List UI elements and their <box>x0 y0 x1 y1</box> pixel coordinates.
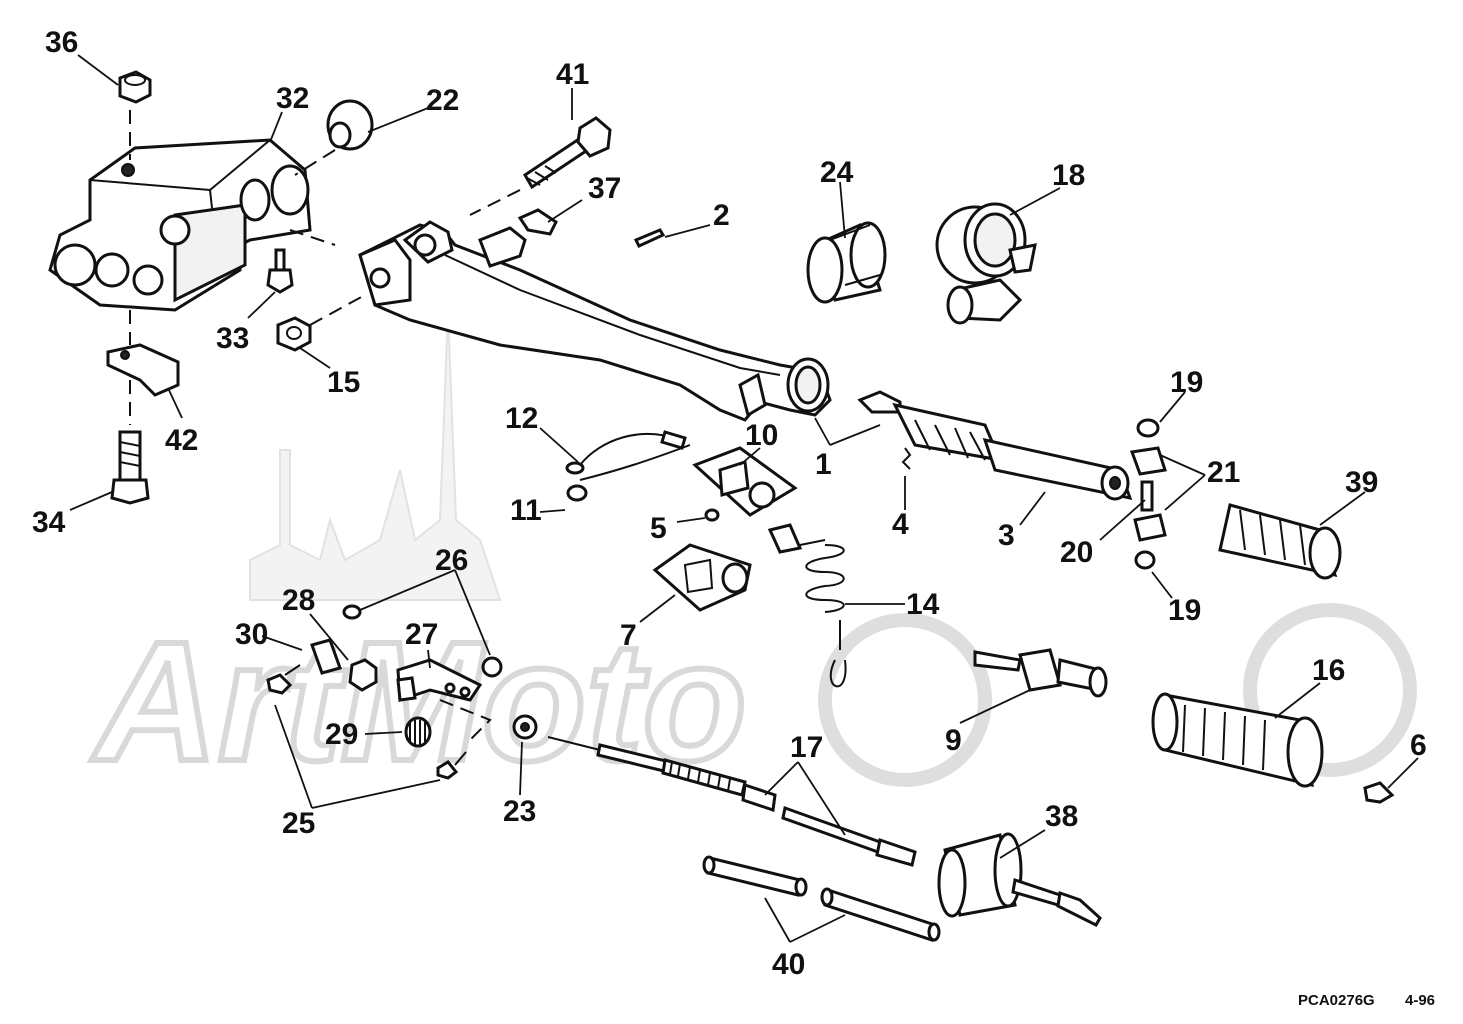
watermark-wheel-icon-rear <box>1243 603 1417 777</box>
callout-40: 40 <box>772 948 805 981</box>
washer-26b <box>481 656 503 678</box>
throttle-shaft-1 <box>857 390 1003 462</box>
screw-5 <box>704 508 720 522</box>
callout-41: 41 <box>556 58 589 91</box>
bolt-41 <box>522 116 612 190</box>
switch-bracket-10 <box>692 446 798 517</box>
nut-15 <box>276 316 312 352</box>
tiller-arm <box>358 220 832 422</box>
clip-42 <box>106 343 180 397</box>
block-21-top <box>1129 446 1167 476</box>
twist-grip-16 <box>1151 692 1324 788</box>
revision-date: 4-96 <box>1405 992 1435 1009</box>
fitting-33 <box>266 248 294 294</box>
friction-housing-18 <box>935 202 1037 325</box>
stopper-30 <box>310 638 342 675</box>
callout-37: 37 <box>588 172 621 205</box>
watermark-text: ArtMoto <box>91 607 746 797</box>
callout-29: 29 <box>325 718 358 751</box>
callout-20: 20 <box>1060 536 1093 569</box>
washer-26a <box>342 604 362 620</box>
cap-6 <box>1363 781 1395 804</box>
pin-20 <box>1140 480 1154 512</box>
callout-36: 36 <box>45 26 78 59</box>
callout-19-bottom: 19 <box>1168 594 1201 627</box>
callout-labels: 36 32 22 41 37 2 24 18 33 15 42 34 19 12… <box>32 26 1427 981</box>
leader-lines <box>69 54 1419 943</box>
boot-38 <box>937 832 1102 927</box>
callout-26: 26 <box>435 544 468 577</box>
washer-22 <box>326 99 374 151</box>
callout-30: 30 <box>235 618 268 651</box>
callout-21: 21 <box>1207 456 1240 489</box>
callout-25: 25 <box>282 807 315 840</box>
callout-27: 27 <box>405 618 438 651</box>
callout-5: 5 <box>650 512 667 545</box>
diagram-code: PCA0276G <box>1298 992 1375 1009</box>
spring-4 <box>901 447 912 470</box>
sleeve-40a <box>702 855 808 897</box>
callout-1: 1 <box>815 448 832 481</box>
watermark-wheel-icon <box>818 613 992 787</box>
callout-33: 33 <box>216 322 249 355</box>
sleeve-40b <box>820 887 941 942</box>
callout-22: 22 <box>426 84 459 117</box>
callout-15: 15 <box>327 366 360 399</box>
callout-9: 9 <box>945 724 962 757</box>
roller-19-bottom <box>1134 550 1156 570</box>
steering-bracket <box>48 138 312 312</box>
watermark: ArtMoto <box>88 309 1417 800</box>
footer: PCA0276G 4-96 <box>1298 992 1435 1009</box>
callout-16: 16 <box>1312 654 1345 687</box>
cover-7 <box>652 543 752 612</box>
pin-2 <box>633 228 666 248</box>
wire-lead-12 <box>565 430 691 502</box>
callout-11: 11 <box>510 494 542 527</box>
callout-42: 42 <box>165 424 198 457</box>
callout-19-top: 19 <box>1170 366 1203 399</box>
callout-32: 32 <box>276 82 309 115</box>
callout-23: 23 <box>503 795 536 828</box>
clip-37 <box>517 208 558 236</box>
cage-39 <box>1218 503 1342 580</box>
callout-17: 17 <box>790 731 823 764</box>
knurled-nut-29 <box>404 716 432 748</box>
callout-28: 28 <box>282 584 315 617</box>
roller-19-top <box>1136 418 1160 438</box>
callout-12: 12 <box>505 402 538 435</box>
callout-24: 24 <box>820 156 854 189</box>
callout-18: 18 <box>1052 159 1085 192</box>
callout-3: 3 <box>998 519 1015 552</box>
nut-36 <box>118 70 152 104</box>
throttle-tube-3 <box>982 437 1133 501</box>
nut-28 <box>348 658 378 692</box>
callout-39: 39 <box>1345 466 1378 499</box>
callout-7: 7 <box>620 619 637 652</box>
grommet-23 <box>512 714 538 740</box>
screw-25a <box>266 664 301 695</box>
stop-switch-9 <box>973 648 1108 698</box>
cable-17 <box>547 736 917 867</box>
callout-38: 38 <box>1045 800 1078 833</box>
callout-6: 6 <box>1410 729 1427 762</box>
bushing-24 <box>806 221 887 304</box>
lanyard-14 <box>767 523 847 688</box>
callout-4: 4 <box>892 508 909 541</box>
screw-25b <box>436 751 467 780</box>
callout-14: 14 <box>906 588 940 621</box>
callout-2: 2 <box>713 199 730 232</box>
bolt-34 <box>110 430 150 505</box>
callout-34: 34 <box>32 506 66 539</box>
block-21-bottom <box>1133 513 1167 542</box>
watermark-castle-icon <box>249 309 502 601</box>
callout-10: 10 <box>745 419 778 452</box>
